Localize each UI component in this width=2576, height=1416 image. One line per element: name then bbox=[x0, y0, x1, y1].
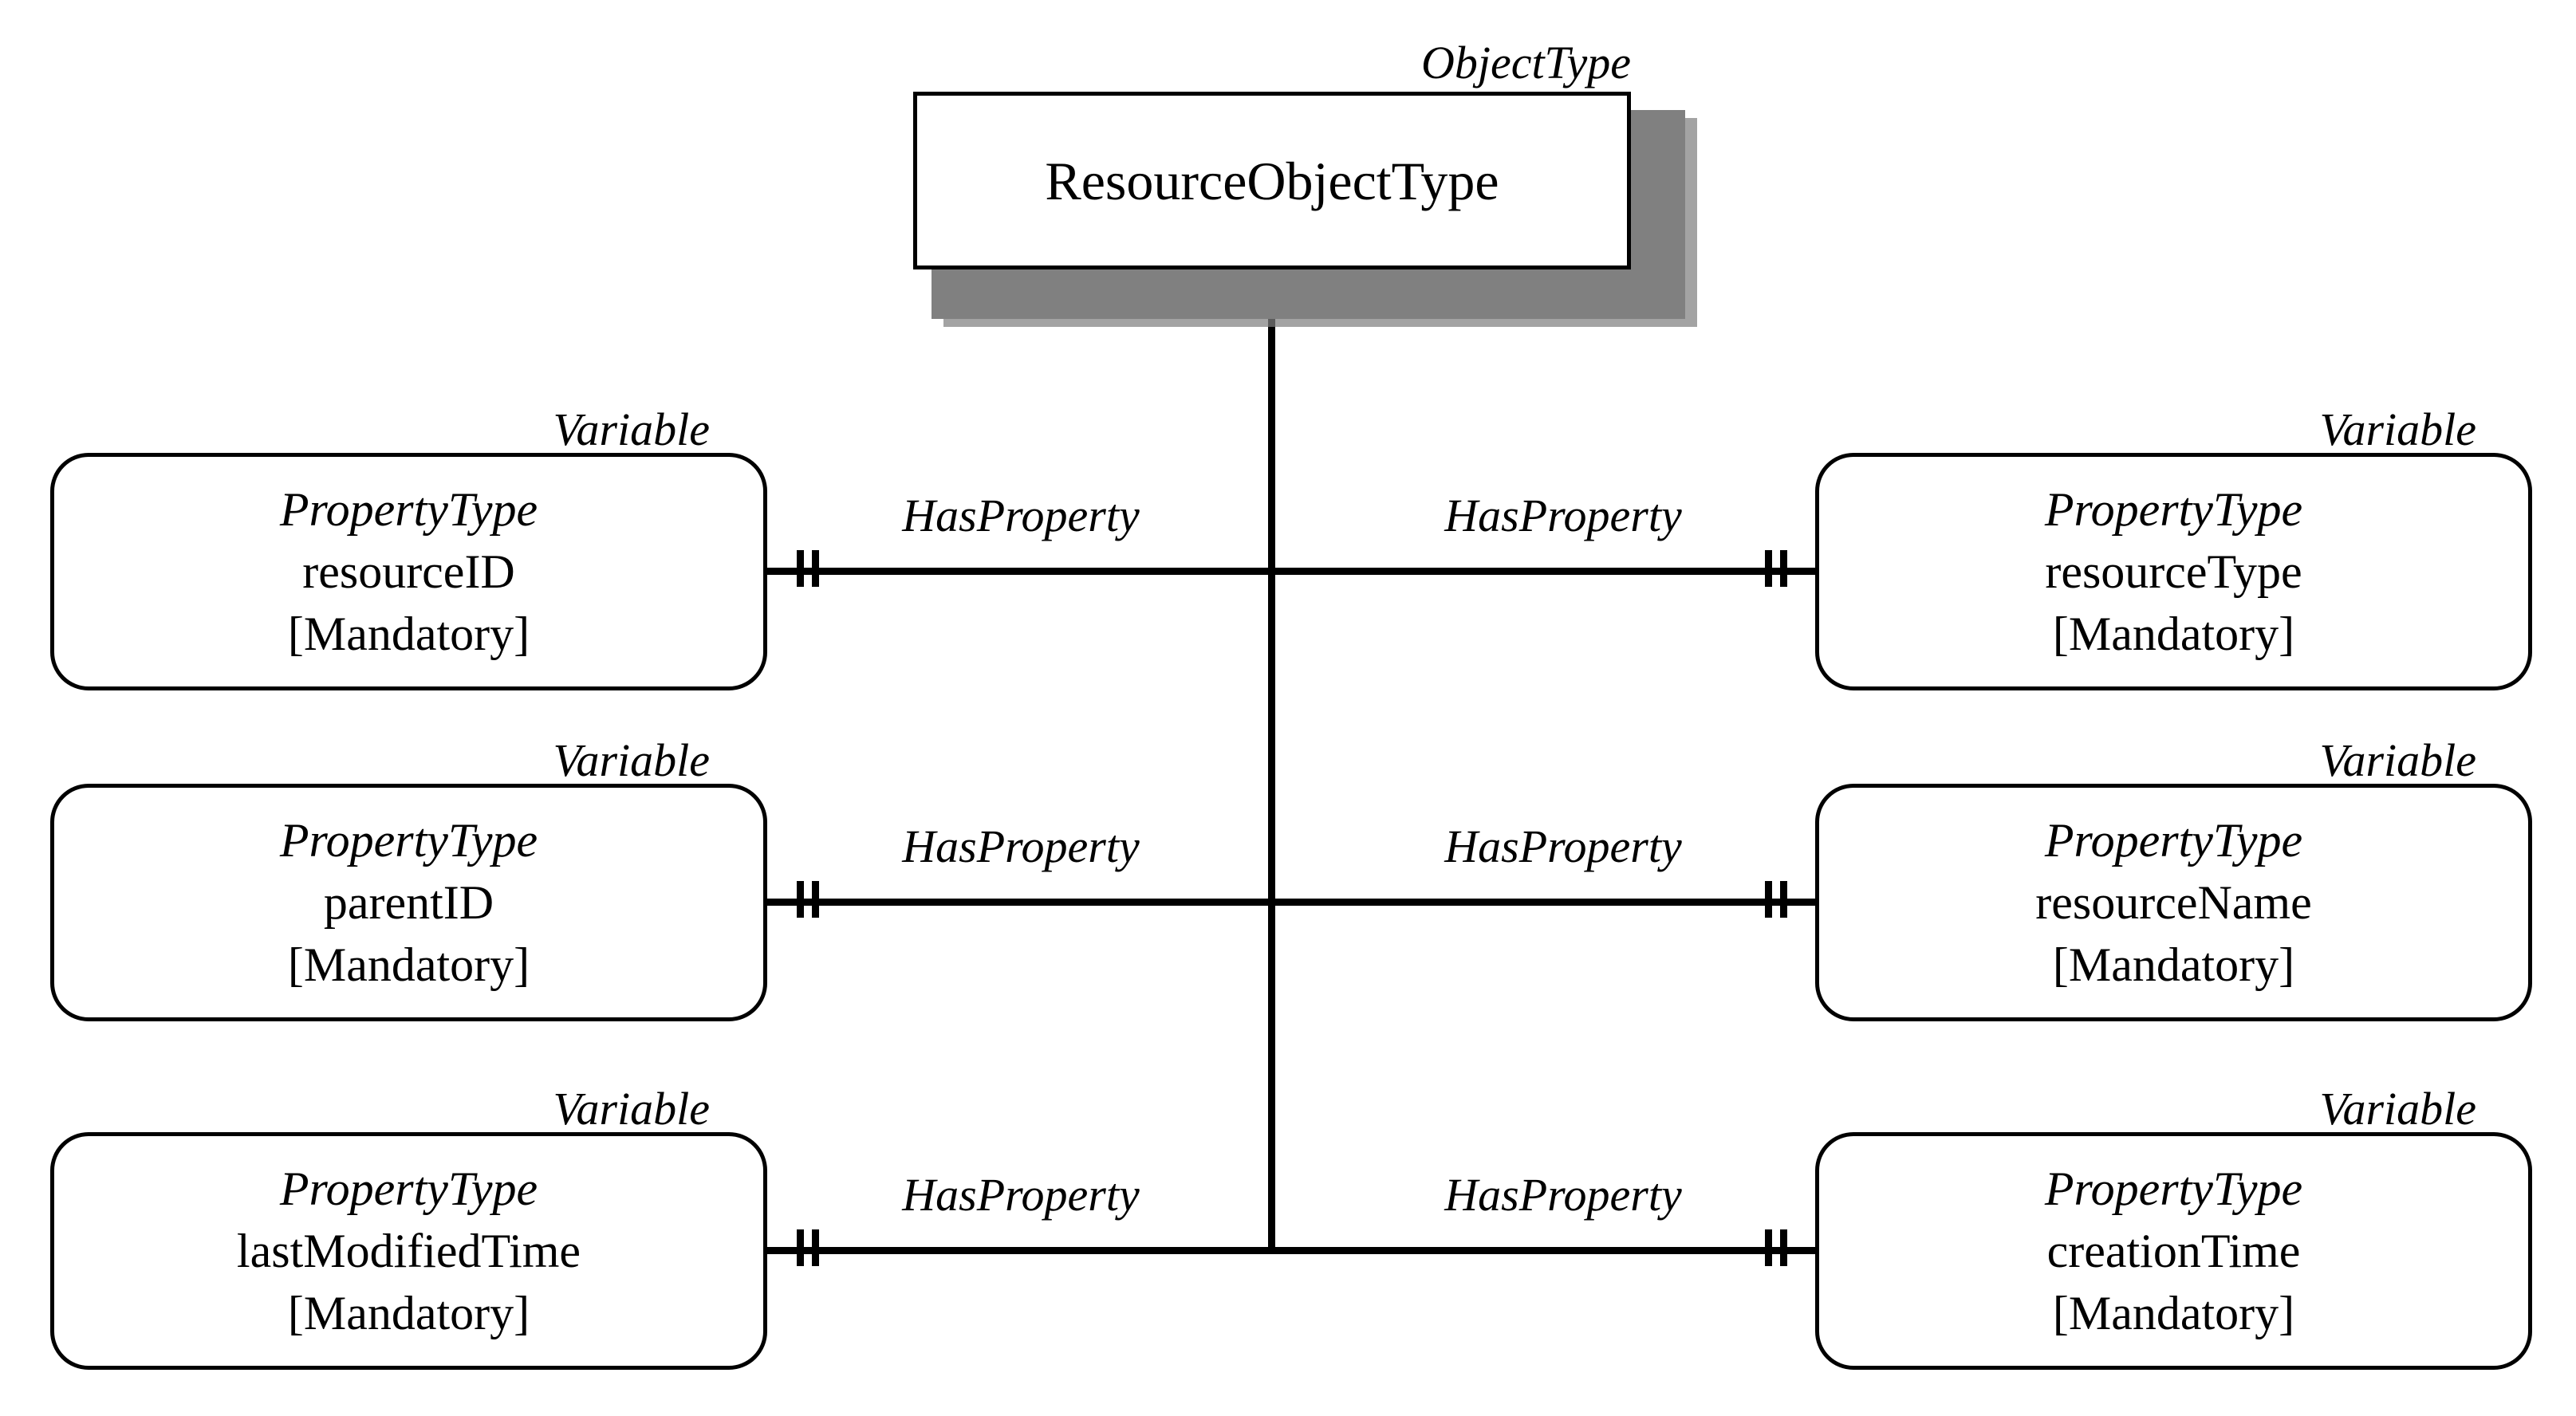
connector-tick-b-resourceID bbox=[812, 550, 819, 587]
property-node-parentID[interactable]: PropertyType parentID [Mandatory] bbox=[50, 784, 767, 1021]
modelling-rule-lastModifiedTime: [Mandatory] bbox=[287, 1287, 530, 1339]
connector-line-creationTime bbox=[1268, 1247, 1818, 1254]
modelling-rule-resourceType: [Mandatory] bbox=[2052, 608, 2295, 660]
stereotype-lastModifiedTime: Variable bbox=[553, 1083, 710, 1135]
reference-label-resourceType: HasProperty bbox=[1444, 490, 1682, 541]
connector-line-lastModifiedTime bbox=[767, 1247, 1271, 1254]
property-node-resourceType[interactable]: PropertyType resourceType [Mandatory] bbox=[1815, 453, 2532, 690]
stereotype-resourceType: Variable bbox=[2319, 403, 2476, 455]
modelling-rule-resourceName: [Mandatory] bbox=[2052, 938, 2295, 991]
browse-name-creationTime: creationTime bbox=[2046, 1225, 2301, 1277]
reference-label-parentID: HasProperty bbox=[902, 820, 1140, 872]
browse-name-resourceID: resourceID bbox=[302, 545, 515, 598]
connector-tick-b-creationTime bbox=[1780, 1229, 1787, 1266]
modelling-rule-parentID: [Mandatory] bbox=[287, 938, 530, 991]
reference-label-resourceID: HasProperty bbox=[902, 490, 1140, 541]
connector-line-parentID bbox=[767, 899, 1271, 906]
browse-name-parentID: parentID bbox=[323, 876, 494, 929]
reference-label-creationTime: HasProperty bbox=[1444, 1169, 1682, 1221]
property-node-resourceName[interactable]: PropertyType resourceName [Mandatory] bbox=[1815, 784, 2532, 1021]
objecttype-title: ResourceObjectType bbox=[1045, 150, 1499, 211]
connector-line-resourceType bbox=[1268, 568, 1818, 575]
type-definition-lastModifiedTime: PropertyType bbox=[279, 1162, 538, 1215]
type-definition-resourceName: PropertyType bbox=[2044, 814, 2303, 867]
reference-label-lastModifiedTime: HasProperty bbox=[902, 1169, 1140, 1221]
modelling-rule-creationTime: [Mandatory] bbox=[2052, 1287, 2295, 1339]
type-definition-parentID: PropertyType bbox=[279, 814, 538, 867]
property-node-lastModifiedTime[interactable]: PropertyType lastModifiedTime [Mandatory… bbox=[50, 1132, 767, 1370]
type-definition-resourceID: PropertyType bbox=[279, 483, 538, 536]
browse-name-resourceName: resourceName bbox=[2035, 876, 2312, 929]
trunk-vertical-connector bbox=[1268, 263, 1275, 1254]
stereotype-creationTime: Variable bbox=[2319, 1083, 2476, 1135]
connector-tick-b-resourceName bbox=[1780, 881, 1787, 918]
connector-tick-b-resourceType bbox=[1780, 550, 1787, 587]
connector-tick-a-resourceType bbox=[1765, 550, 1772, 587]
connector-tick-a-creationTime bbox=[1765, 1229, 1772, 1266]
stereotype-parentID: Variable bbox=[553, 734, 710, 786]
connector-tick-a-resourceName bbox=[1765, 881, 1772, 918]
type-definition-creationTime: PropertyType bbox=[2044, 1162, 2303, 1215]
connector-tick-b-parentID bbox=[812, 881, 819, 918]
modelling-rule-resourceID: [Mandatory] bbox=[287, 608, 530, 660]
connector-tick-a-resourceID bbox=[797, 550, 804, 587]
type-definition-resourceType: PropertyType bbox=[2044, 483, 2303, 536]
objecttype-stereotype-label: ObjectType bbox=[1420, 37, 1631, 88]
property-node-resourceID[interactable]: PropertyType resourceID [Mandatory] bbox=[50, 453, 767, 690]
connector-tick-b-lastModifiedTime bbox=[812, 1229, 819, 1266]
connector-line-resourceName bbox=[1268, 899, 1818, 906]
browse-name-lastModifiedTime: lastModifiedTime bbox=[236, 1225, 581, 1277]
connector-line-resourceID bbox=[767, 568, 1271, 575]
connector-tick-a-parentID bbox=[797, 881, 804, 918]
reference-label-resourceName: HasProperty bbox=[1444, 820, 1682, 872]
connector-tick-a-lastModifiedTime bbox=[797, 1229, 804, 1266]
property-node-creationTime[interactable]: PropertyType creationTime [Mandatory] bbox=[1815, 1132, 2532, 1370]
stereotype-resourceID: Variable bbox=[553, 403, 710, 455]
objecttype-node[interactable]: ResourceObjectType bbox=[913, 92, 1631, 269]
stereotype-resourceName: Variable bbox=[2319, 734, 2476, 786]
browse-name-resourceType: resourceType bbox=[2045, 545, 2302, 598]
